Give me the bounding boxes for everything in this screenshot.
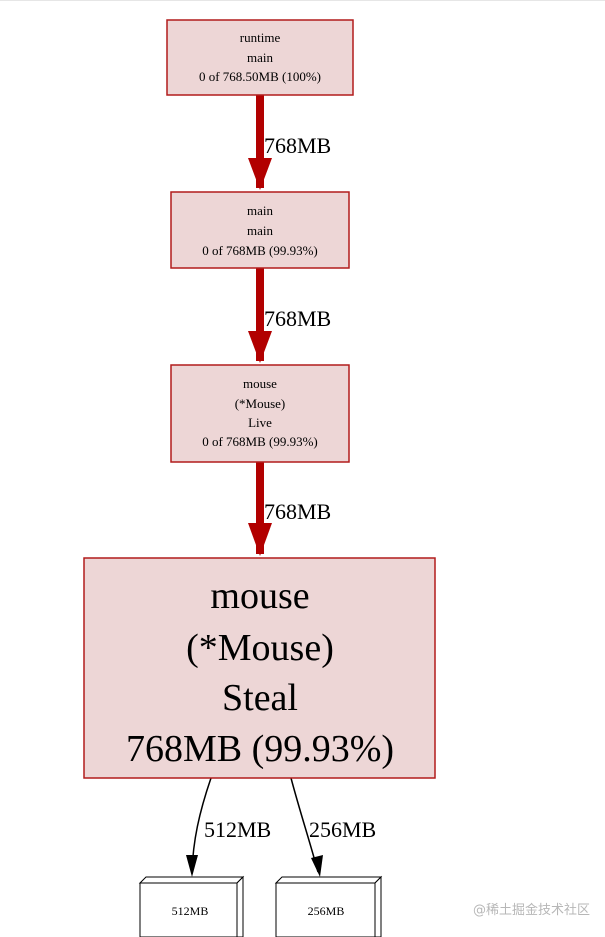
top-rule [0,0,605,1]
node-main-main[interactable]: main main 0 of 768MB (99.93%) [170,191,350,269]
node-mouse-steal-line-2: (*Mouse) [186,627,334,669]
node-leaf-512-label: 512MB [172,904,209,918]
node-leaf-512[interactable]: 512MB [138,875,245,937]
edge-steal-to-256-label: 256MB [309,817,376,842]
node-main-main-line-2: main [247,223,273,238]
edge-runtime-to-main-arrowhead [248,158,272,190]
node-runtime-main[interactable]: runtime main 0 of 768.50MB (100%) [166,19,354,96]
node-leaf-256[interactable]: 256MB [274,875,383,937]
node-leaf-256-label: 256MB [308,904,345,918]
edge-runtime-to-main-label: 768MB [264,133,331,158]
node-mouse-steal-line-3: Steal [222,677,298,719]
node-runtime-main-line-3: 0 of 768.50MB (100%) [199,69,321,84]
node-runtime-main-line-1: runtime [240,30,281,45]
edge-steal-to-512-arrowhead [186,855,198,877]
watermark-text: @稀土掘金技术社区 [473,902,590,918]
edge-steal-to-512-label: 512MB [204,817,271,842]
node-mouse-steal-line-1: mouse [210,575,309,617]
edge-main-to-live-label: 768MB [264,306,331,331]
edge-main-to-live-arrowhead [248,331,272,363]
node-runtime-main-line-2: main [247,50,273,65]
node-mouse-steal[interactable]: mouse (*Mouse) Steal 768MB (99.93%) [83,557,436,779]
edges: 768MB 768MB 768MB 512MB 256MB [186,95,376,877]
node-mouse-live-line-1: mouse [243,376,277,391]
node-main-main-line-1: main [247,203,273,218]
nodes: runtime main 0 of 768.50MB (100%) main m… [83,19,436,937]
node-mouse-live[interactable]: mouse (*Mouse) Live 0 of 768MB (99.93%) [170,364,350,463]
edge-steal-to-256-arrowhead [311,855,323,877]
node-mouse-live-line-3: Live [248,415,272,430]
node-mouse-steal-line-4: 768MB (99.93%) [126,728,394,770]
node-main-main-line-3: 0 of 768MB (99.93%) [202,243,318,258]
edge-live-to-steal-arrowhead [248,523,272,556]
node-mouse-live-line-2: (*Mouse) [235,396,286,411]
edge-live-to-steal-label: 768MB [264,499,331,524]
node-mouse-live-line-4: 0 of 768MB (99.93%) [202,434,318,449]
